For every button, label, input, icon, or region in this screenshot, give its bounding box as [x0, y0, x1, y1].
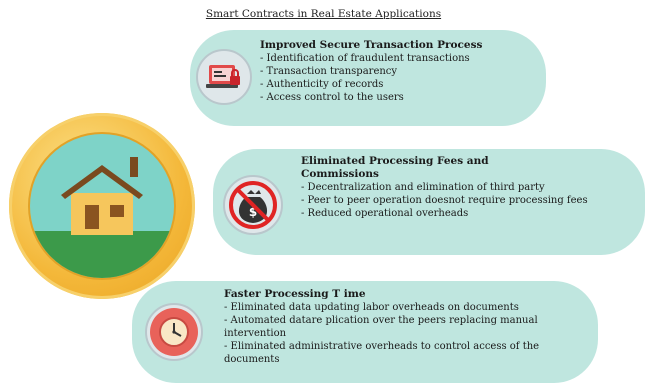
section-heading: Improved Secure Transaction Process — [260, 39, 483, 51]
list-item: - Reduced operational overheads — [301, 208, 469, 219]
house-icon — [28, 132, 176, 280]
list-item: - Automated datare plication over the pe… — [224, 315, 538, 339]
list-item: - Authenticity of records — [260, 79, 384, 90]
list-item: - Identification of fraudulent transacti… — [260, 53, 470, 64]
secure-transaction-text: Improved Secure Transaction Process - Id… — [260, 39, 540, 104]
section-heading: Eliminated Processing Fees and Commissio… — [301, 155, 489, 180]
svg-text:$: $ — [249, 205, 257, 219]
list-item: - Access control to the users — [260, 92, 404, 103]
list-item: - Eliminated administrative overheads to… — [224, 341, 540, 365]
house-illustration — [9, 113, 195, 299]
section-heading: Faster Processing T ime — [224, 288, 366, 300]
no-fees-money-bag-icon: $ — [223, 175, 283, 235]
list-item: - Transaction transparency — [260, 66, 398, 77]
secure-transaction-icon — [196, 49, 252, 105]
processing-fees-text: Eliminated Processing Fees and Commissio… — [301, 155, 641, 220]
faster-processing-panel — [132, 281, 598, 383]
diagram-title: Smart Contracts in Real Estate Applicati… — [205, 8, 442, 20]
list-item: - Eliminated data updating labor overhea… — [224, 302, 519, 313]
list-item: - Peer to peer operation doesnot require… — [301, 195, 588, 206]
list-item: - Decentralization and elimination of th… — [301, 182, 545, 193]
clock-icon — [145, 303, 203, 361]
faster-processing-text: Faster Processing T ime - Eliminated dat… — [224, 288, 594, 366]
processing-fees-panel — [213, 149, 645, 255]
